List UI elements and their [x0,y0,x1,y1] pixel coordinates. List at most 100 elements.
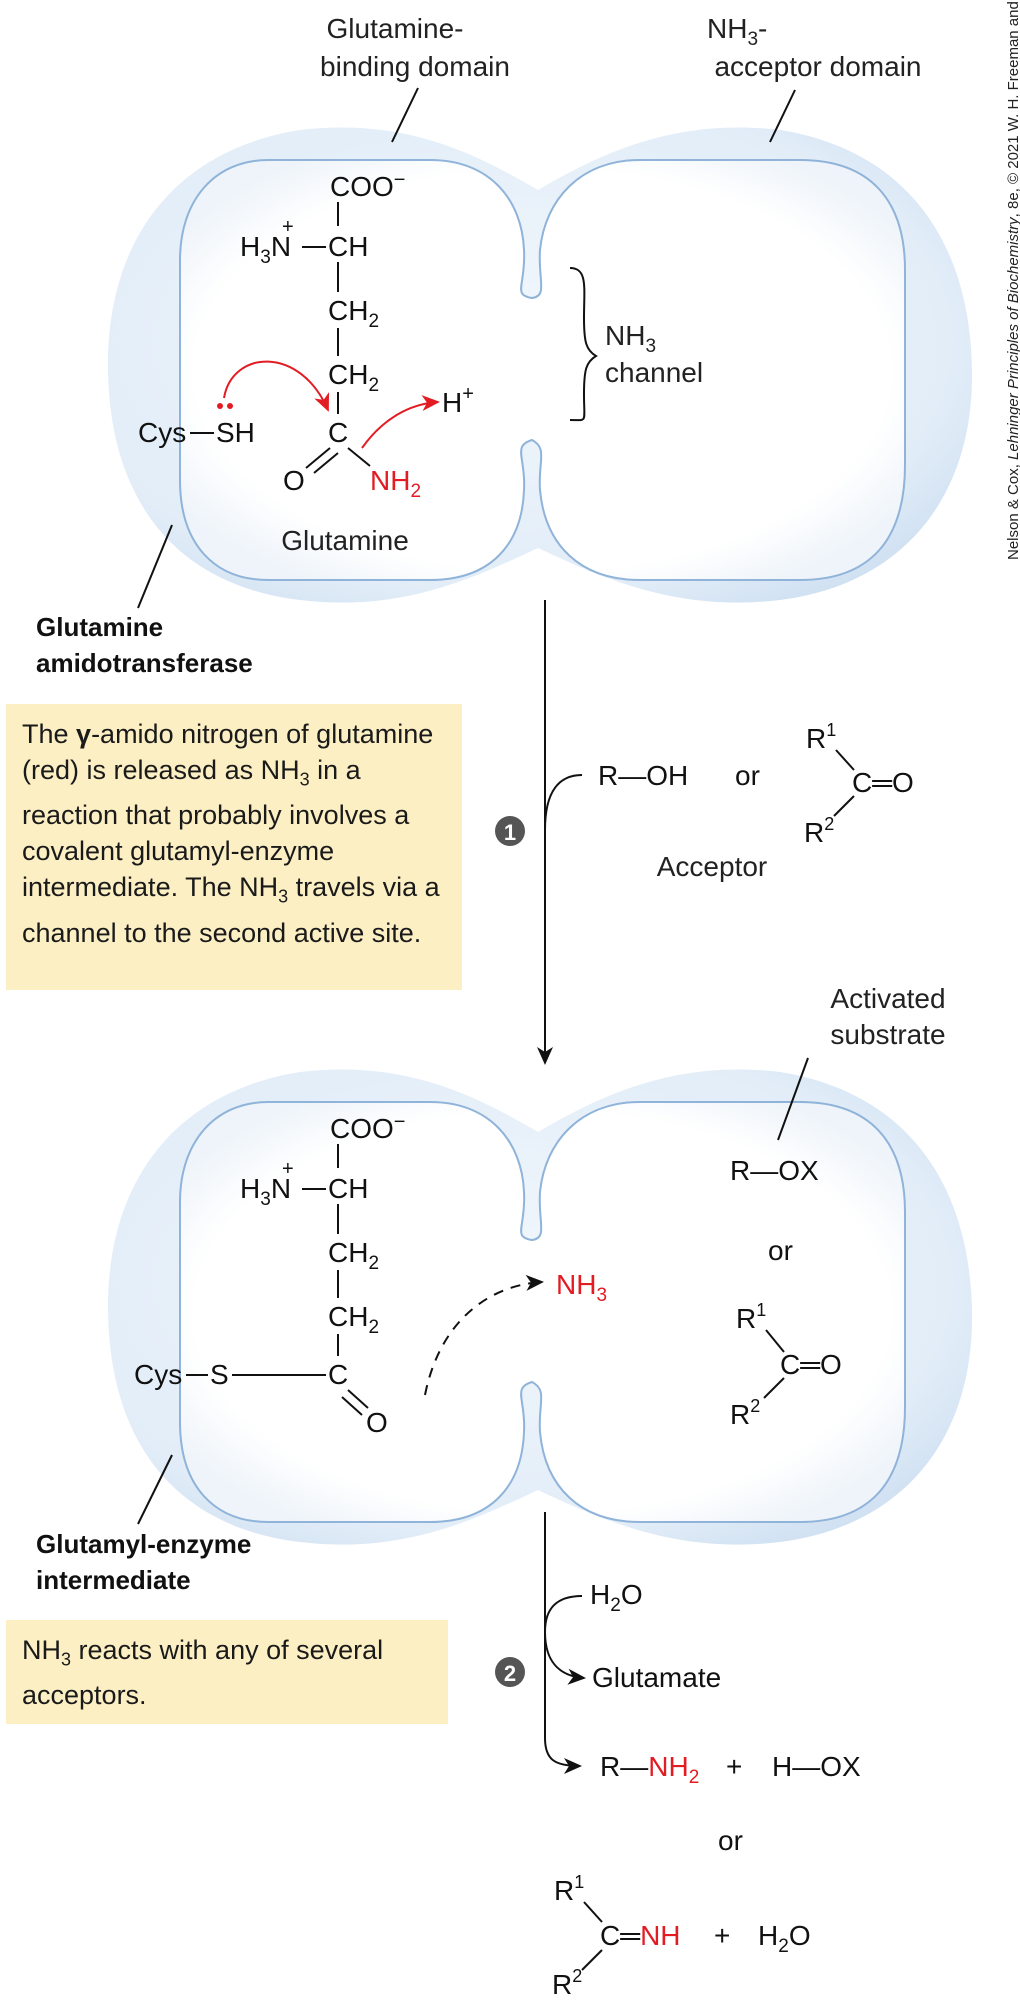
bond [581,1949,603,1971]
glutamate: Glutamate [592,1662,721,1693]
glutamine-binding-domain-label-1: Glutamine- [327,13,464,44]
imine-r2: R2 [552,1966,582,2000]
nucleophilic-attack-arrow [223,360,330,412]
nh3-channel-label-2: channel [605,357,703,388]
substrate-or: or [768,1235,793,1266]
gamma-symbol: γ [76,719,92,749]
double-bond [305,447,331,469]
copyright-credit: Nelson & Cox, Lehninger Principles of Bi… [1005,0,1020,560]
acceptor-label: Acceptor [657,851,768,882]
credit-text: Nelson & Cox, [1005,464,1020,560]
sh-group: SH [216,417,255,448]
double-bond [347,1389,369,1409]
acceptor-entry-arc [544,774,583,831]
alpha-ch: CH [328,1173,368,1204]
nh3-acceptor-leader [769,89,796,143]
r-oh: R—OH [598,760,688,791]
sulfur: S [210,1359,229,1390]
substrate-carbonyl: C═O [780,1349,842,1380]
released-nh3: NH3 [556,1269,607,1306]
cys-residue: Cys [138,417,186,448]
acceptor-or: or [735,760,760,791]
nh3-acceptor-label-1: NH3- [707,13,767,50]
coo-group: COO− [330,169,405,202]
note-text: The [22,719,77,749]
carbonyl-c: C [328,417,348,448]
cys-residue: Cys [134,1359,182,1390]
hydrolysis-arc [543,1595,586,1685]
n-plus-charge: + [282,1158,294,1180]
credit-text: , 8e, © 2021 W. H. Freeman and Company [1005,0,1020,217]
glutamine-name: Glutamine [281,525,409,556]
beta-ch2: CH2 [328,1237,379,1274]
h-ox: H—OX [772,1751,861,1782]
activated-substrate-leader [777,1057,809,1141]
lone-pair-dot [227,403,233,409]
channel-brace [569,267,598,422]
plus-sign-2: + [714,1920,730,1951]
h3n-group: H3N [240,1173,291,1210]
proton-transfer-arrow [361,395,440,449]
note-text: in a reaction that probably involves a c… [22,755,410,903]
activated-substrate-label-2: substrate [830,1019,945,1050]
thioester-c: C [328,1359,348,1390]
r-ox: R—OX [730,1155,819,1186]
bond [347,447,371,467]
gamma-ch2: CH2 [328,359,379,396]
substrate-r1: R1 [736,1300,766,1334]
alpha-ch: CH [328,231,368,262]
step-2-badge [495,1657,525,1687]
double-bond [341,1396,363,1416]
n-plus-charge: + [282,216,294,238]
gamma-ch2: CH2 [328,1301,379,1338]
water-out: H2O [758,1920,811,1957]
bond [763,1377,785,1399]
book-title: Lehninger Principles of Biochemistry [1005,217,1020,460]
substrate-r2: R2 [730,1396,760,1430]
intermediate-site-pocket [179,1101,906,1523]
glutamine-binding-domain-label-2: binding domain [320,51,510,82]
amide-nh2: NH2 [370,465,421,502]
glutamine-binding-leader [391,87,419,143]
step1-r2: R2 [804,814,834,848]
intermediate-name-1: Glutamyl-enzyme [36,1529,251,1559]
product-imine: C═NH [600,1920,681,1951]
nh3-transfer-arrow [424,1274,544,1396]
product-or: or [718,1825,743,1856]
note-text: NH [22,1635,61,1665]
carbonyl-o: O [283,465,305,496]
mechanism-note: The γ-amido nitrogen of glutamine (red) … [6,704,462,990]
bond [765,1329,785,1353]
product-amine: R—NH2 [600,1751,699,1788]
subscript: 3 [61,1649,72,1670]
enzyme-top [107,127,973,603]
nh3-acceptor-label-2: acceptor domain [714,51,921,82]
coo-group: COO− [330,1111,405,1144]
h3n-group: H3N [240,231,291,268]
enzyme-leader-bottom [137,1454,173,1525]
h-plus: H+ [442,383,474,418]
activated-substrate-label-1: Activated [830,983,945,1014]
acceptor-note: NH3 reacts with any of several acceptors… [6,1620,448,1724]
step-1-badge [495,816,525,846]
subscript: 3 [299,769,310,790]
glutamine-molecule: COO− H3N + CH CH2 CH2 C O NH2 Glutamine [240,169,421,556]
enzyme-name-2: amidotransferase [36,648,253,678]
product-arrow [544,1512,582,1774]
thioester-o: O [366,1407,388,1438]
lone-pair-dot [217,403,223,409]
enzyme-leader-top [137,524,173,609]
note-text: travels via a channel to the second acti… [22,872,440,948]
enzyme-bottom [107,1069,973,1545]
note-text: -amido nitrogen of glutamine (red) is re… [22,719,434,785]
binding-site-pocket [179,159,906,581]
bond [583,1901,603,1923]
note-text: reacts with any of several acceptors. [22,1635,384,1711]
plus-sign: + [726,1751,742,1782]
step-2-number: 2 [504,1661,516,1686]
bond [833,795,855,817]
enzyme-name-1: Glutamine [36,612,163,642]
step1-carbonyl: C═O [852,767,914,798]
glutamyl-intermediate: COO− H3N + CH CH2 CH2 C O [240,1111,405,1438]
